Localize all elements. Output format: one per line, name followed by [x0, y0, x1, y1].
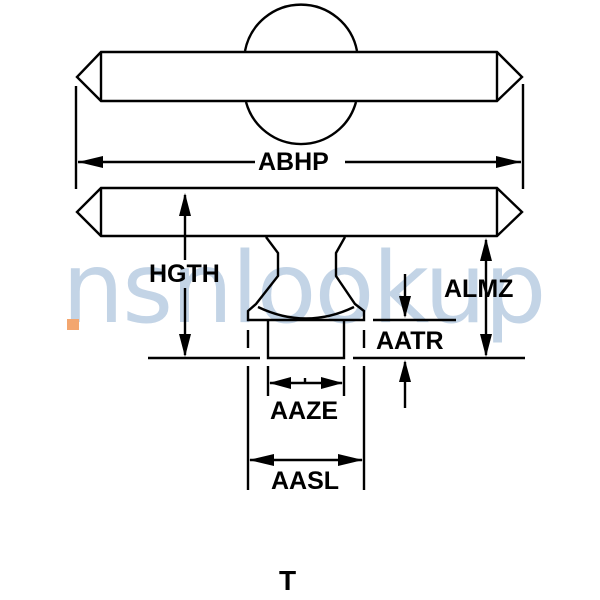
top-view-knob-circle — [243, 3, 359, 52]
side-view-neck — [246, 236, 366, 322]
side-view-bar — [75, 186, 524, 238]
top-view-bar — [75, 50, 524, 103]
label-aaze: AAZE — [270, 397, 339, 425]
side-view-neck-curve — [257, 305, 355, 320]
label-aasl: AASL — [271, 467, 340, 495]
top-view-knob-circle-lower — [244, 101, 358, 146]
figure-caption: T — [279, 565, 297, 596]
label-aatr: AATR — [376, 327, 444, 355]
label-abhp: ABHP — [258, 148, 329, 176]
label-almz: ALMZ — [444, 275, 514, 303]
watermark-dot — [67, 319, 79, 330]
side-view-shank — [266, 320, 346, 360]
label-hgth: HGTH — [149, 260, 220, 288]
